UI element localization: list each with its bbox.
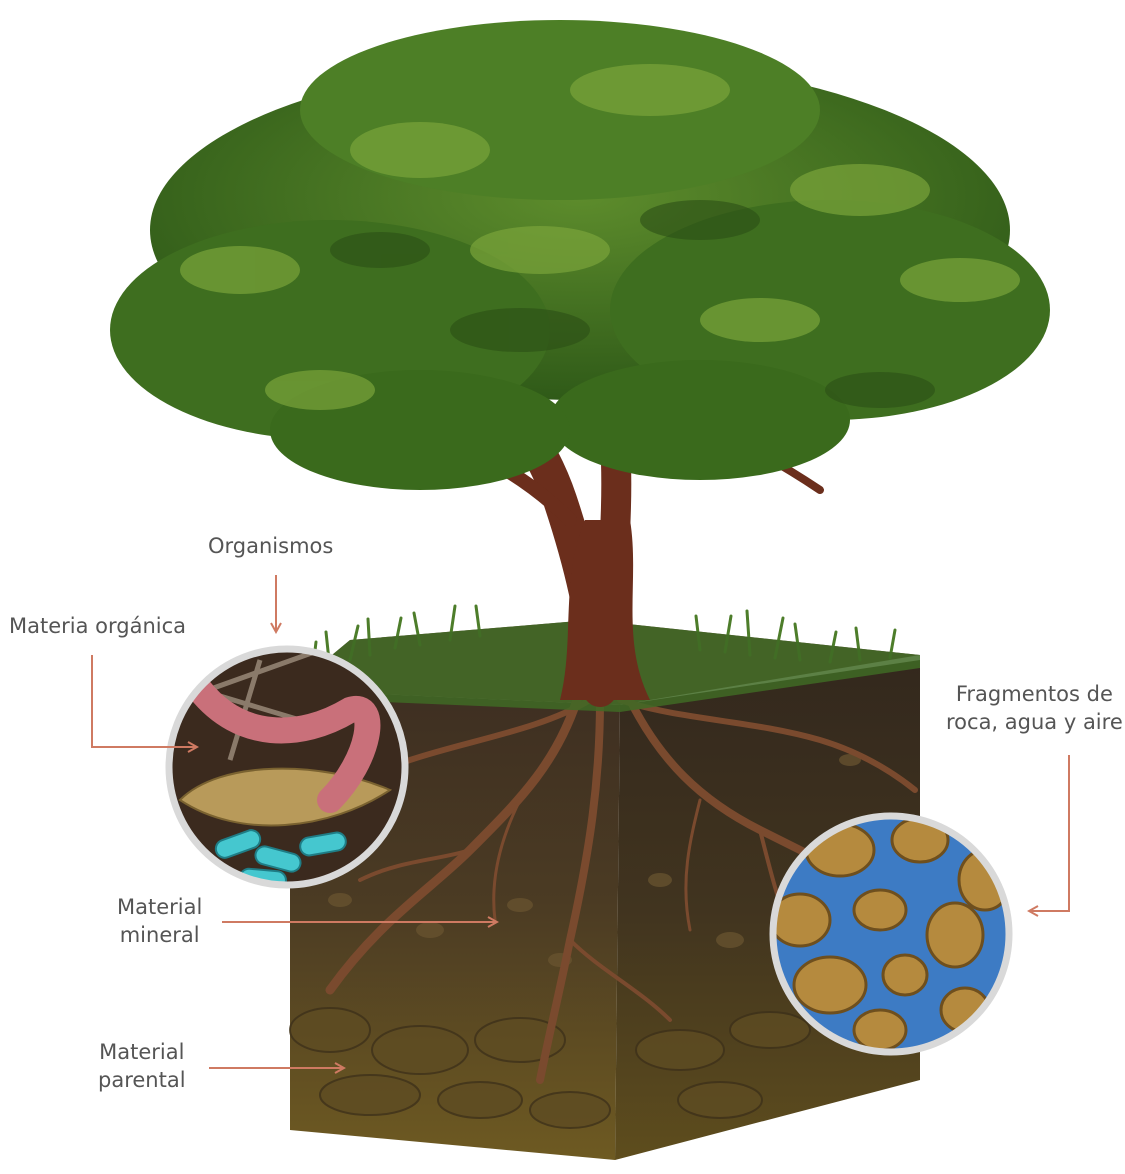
organic-matter-text: Materia orgánica (9, 612, 186, 640)
parent-text-line2: parental (98, 1066, 186, 1094)
fragments-magnifier (770, 810, 1015, 1055)
mineral-label: Material mineral (117, 893, 202, 949)
parent-material-label: Material parental (98, 1038, 186, 1094)
fragments-text-line1: Fragmentos de (946, 680, 1123, 708)
tree (110, 20, 1050, 700)
organic-matter-label: Materia orgánica (9, 612, 186, 640)
fragments-label: Fragmentos de roca, agua y aire (946, 680, 1123, 736)
tree-canopy (110, 20, 1050, 490)
mineral-text-line1: Material (117, 893, 202, 921)
organisms-label: Organismos (208, 532, 333, 560)
organisms-text: Organismos (208, 532, 333, 560)
fragments-text-line2: roca, agua y aire (946, 708, 1123, 736)
fragments-arrow (1029, 755, 1069, 911)
mineral-text-line2: mineral (117, 921, 202, 949)
parent-text-line1: Material (98, 1038, 186, 1066)
